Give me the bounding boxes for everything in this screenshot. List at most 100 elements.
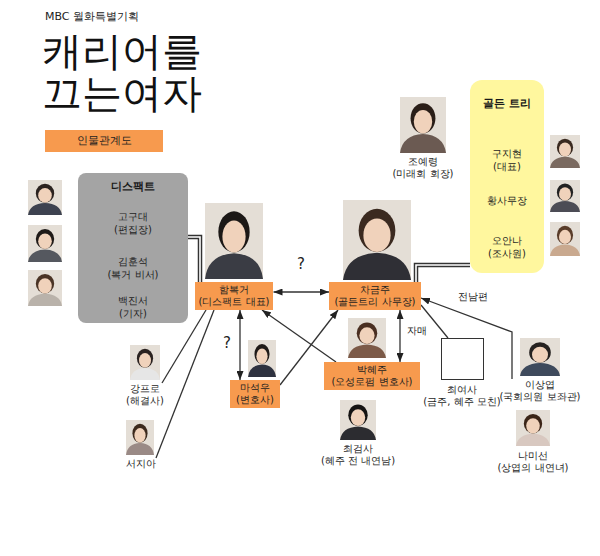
portrait-photo xyxy=(28,180,62,215)
node-text: 최검사 xyxy=(321,443,395,455)
portrait-photo xyxy=(516,410,550,446)
double-line-gap xyxy=(188,237,200,282)
portrait-shoulders xyxy=(28,249,62,262)
node-text: 조예령 xyxy=(393,156,454,168)
portrait-face xyxy=(351,409,365,426)
portrait-face xyxy=(38,234,52,250)
portrait-shoulders xyxy=(28,294,62,306)
portrait-photo xyxy=(126,420,154,455)
node-text: (기자) xyxy=(78,308,188,320)
person-caption: 최검사(혜주 전 내연남) xyxy=(319,443,397,467)
portrait-face xyxy=(359,327,374,344)
portrait-hair xyxy=(348,404,367,426)
node-text: (조사원) xyxy=(470,248,544,260)
portrait-background xyxy=(340,400,376,440)
node-text: 황사무장 xyxy=(470,195,544,207)
node-text: (금주, 혜주 모친) xyxy=(423,396,500,408)
portrait-photo xyxy=(520,338,560,376)
person-caption: 이상엽(국회의원 보좌관) xyxy=(498,379,583,403)
portrait-background xyxy=(248,340,276,377)
group-heading: 디스팩트 xyxy=(78,181,188,193)
portrait-background xyxy=(205,203,263,279)
portrait-background xyxy=(130,345,160,380)
portrait-background xyxy=(28,180,62,215)
portrait-background xyxy=(520,338,560,376)
section-tag: 인물관계도 xyxy=(45,130,163,152)
portrait-shoulders xyxy=(520,363,560,376)
portrait-hair xyxy=(132,424,147,443)
broadcast-label: MBC 월화특별기획 xyxy=(45,10,139,24)
portrait-photo xyxy=(348,318,386,358)
double-connector xyxy=(188,237,200,282)
portrait-face xyxy=(256,349,267,365)
portrait-face xyxy=(38,278,52,293)
portrait-shoulders xyxy=(340,426,376,440)
portrait-face xyxy=(414,110,432,134)
portrait-shoulders xyxy=(348,344,386,358)
portrait-hair xyxy=(357,322,378,344)
portrait-shoulders xyxy=(550,201,580,212)
portrait-shoulders xyxy=(343,253,411,280)
node-text: 함복거 xyxy=(199,284,270,296)
portrait-photo xyxy=(343,200,411,280)
portrait-hair xyxy=(36,184,54,203)
portrait-photo xyxy=(340,400,376,440)
portrait-photo xyxy=(130,345,160,380)
portrait-shoulders xyxy=(516,434,550,446)
portrait-face xyxy=(559,187,571,200)
node-text: 오안나 xyxy=(470,235,544,247)
portrait-hair xyxy=(254,344,269,364)
portrait-hair xyxy=(524,414,542,433)
portrait-hair xyxy=(557,184,573,201)
double-connector xyxy=(416,265,470,282)
character-box: 마석우(변호사) xyxy=(230,380,280,408)
connector xyxy=(156,310,214,458)
portrait-face xyxy=(38,188,52,203)
node-text: (편집장) xyxy=(78,224,188,236)
edge-label: 자매 xyxy=(405,325,429,337)
character-box: 차금주(골든트리 사무장) xyxy=(329,282,421,310)
person-caption: 강프로(해결사) xyxy=(124,383,166,407)
portrait-background xyxy=(400,97,446,153)
portrait-shoulders xyxy=(28,203,62,215)
portrait-photo xyxy=(205,203,263,279)
portrait-face xyxy=(363,218,390,252)
node-text: 백진서 xyxy=(78,295,188,307)
portrait-shoulders xyxy=(550,157,580,168)
portrait-shoulders xyxy=(126,443,154,455)
portrait-background xyxy=(28,270,62,306)
portrait-face xyxy=(559,143,571,157)
portrait-hair xyxy=(557,139,573,157)
node-text: (대표) xyxy=(470,161,544,173)
portrait-background xyxy=(28,225,62,262)
person-box: 최여사(금주, 혜주 모친) xyxy=(423,338,500,408)
node-text: (복거 비서) xyxy=(78,269,188,281)
node-text: (상엽의 내연녀) xyxy=(498,462,569,474)
node-text: 인물관계도 xyxy=(45,130,163,152)
connector xyxy=(399,310,400,362)
node-text: (해결사) xyxy=(126,395,164,407)
portrait-hair xyxy=(218,211,249,252)
node-text: 서지아 xyxy=(126,458,156,470)
portrait-hair xyxy=(359,209,396,252)
edge-label: ? xyxy=(295,255,307,273)
node-text: (혜주 전 내연남) xyxy=(321,455,395,467)
node-text: 박혜주 xyxy=(328,364,416,376)
node-text: (변호사) xyxy=(234,394,276,406)
portrait-shoulders xyxy=(550,244,580,256)
portrait-photo xyxy=(28,225,62,262)
connector xyxy=(239,310,240,380)
portrait-face xyxy=(222,220,245,252)
person-caption: 나미선(상엽의 내연녀) xyxy=(496,450,571,474)
connector xyxy=(421,298,512,379)
portrait-photo xyxy=(550,222,580,256)
portrait-shoulders xyxy=(205,253,263,279)
node-text: (국회의원 보좌관) xyxy=(500,391,581,403)
portrait-background xyxy=(126,420,154,455)
character-box: 함복거(디스팩트 대표) xyxy=(195,282,274,310)
portrait-hair xyxy=(36,229,54,249)
person-caption: 서지아 xyxy=(124,458,158,470)
portrait-face xyxy=(139,353,151,368)
portrait-face xyxy=(526,418,540,433)
